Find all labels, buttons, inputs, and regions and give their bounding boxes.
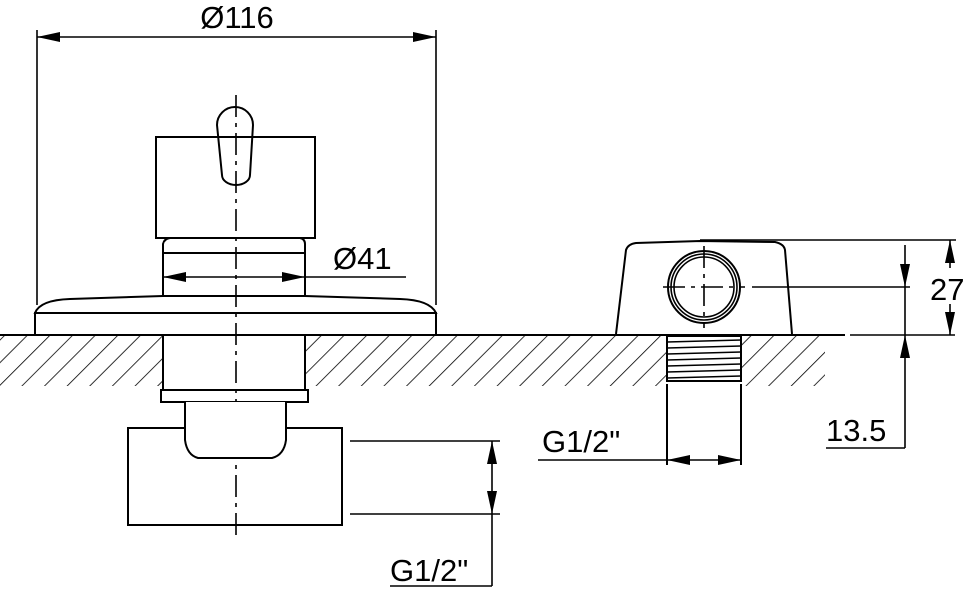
outlet-thread-left-label: G1/2" bbox=[390, 553, 468, 588]
cover-plate-top bbox=[33, 295, 438, 314]
outlet-thread-right-label: G1/2" bbox=[542, 424, 620, 459]
dimension-outlet-thread-right: G1/2" bbox=[538, 424, 741, 465]
ring bbox=[160, 389, 309, 403]
dimension-outlet-height: 27 bbox=[700, 239, 972, 448]
wall-hatching bbox=[0, 334, 955, 386]
outlet-side-view bbox=[615, 239, 793, 465]
lever-handle bbox=[215, 106, 255, 186]
dimension-neck-diameter: Ø41 bbox=[163, 241, 406, 282]
neck bbox=[162, 237, 306, 296]
outlet-body bbox=[615, 239, 793, 335]
dimension-overall-diameter: Ø116 bbox=[36, 0, 437, 305]
mixer-front-view bbox=[33, 95, 438, 540]
thread-depth-label: 13.5 bbox=[826, 413, 886, 448]
dimension-outlet-thread-left: G1/2" bbox=[350, 440, 500, 588]
valve-body bbox=[162, 334, 306, 391]
neck-diameter-label: Ø41 bbox=[333, 241, 392, 276]
overall-diameter-label: Ø116 bbox=[200, 0, 274, 35]
dimension-thread-depth: 13.5 bbox=[826, 413, 905, 449]
outlet-height-label: 27 bbox=[930, 272, 964, 307]
